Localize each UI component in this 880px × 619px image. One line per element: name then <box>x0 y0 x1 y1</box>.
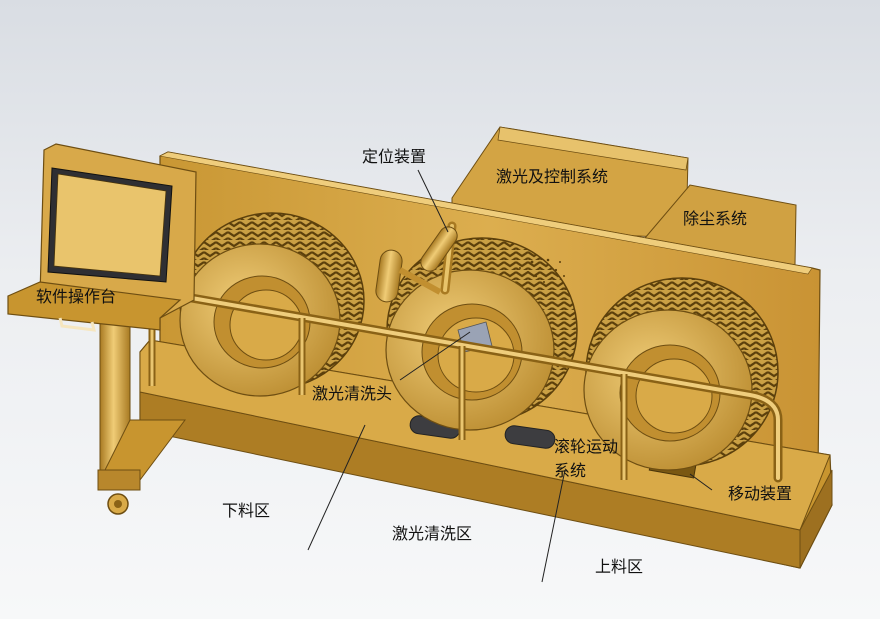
label-unloading-zone: 下料区 <box>222 501 271 520</box>
label-laser-control-system: 激光及控制系统 <box>496 167 609 186</box>
leader-positioning-device <box>417 169 449 233</box>
software-console <box>7 143 197 515</box>
label-software-console: 软件操作台 <box>36 287 117 306</box>
label-roller-motion-line2: 系统 <box>554 461 587 480</box>
base-platform <box>139 339 833 569</box>
label-laser-cleaning-zone: 激光清洗区 <box>392 524 473 543</box>
label-laser-cleaning-head: 激光清洗头 <box>312 384 393 403</box>
positioning-device <box>375 221 458 303</box>
leader-laser-head <box>399 331 471 381</box>
leader-loading-zone <box>541 469 566 583</box>
cleaning-debris <box>519 258 565 283</box>
label-dust-removal-system: 除尘系统 <box>683 209 748 228</box>
label-roller-motion-line1: 滚轮运动 <box>554 437 619 456</box>
leader-lines <box>307 169 713 583</box>
label-loading-zone: 上料区 <box>595 557 644 576</box>
label-roller-motion-system: 滚轮运动 系统 <box>554 435 618 483</box>
leader-unloading-zone <box>307 424 366 551</box>
leader-moving-device <box>689 473 713 491</box>
guard-rail <box>148 291 783 483</box>
label-moving-device: 移动装置 <box>728 484 793 503</box>
label-positioning-device: 定位装置 <box>362 147 427 166</box>
